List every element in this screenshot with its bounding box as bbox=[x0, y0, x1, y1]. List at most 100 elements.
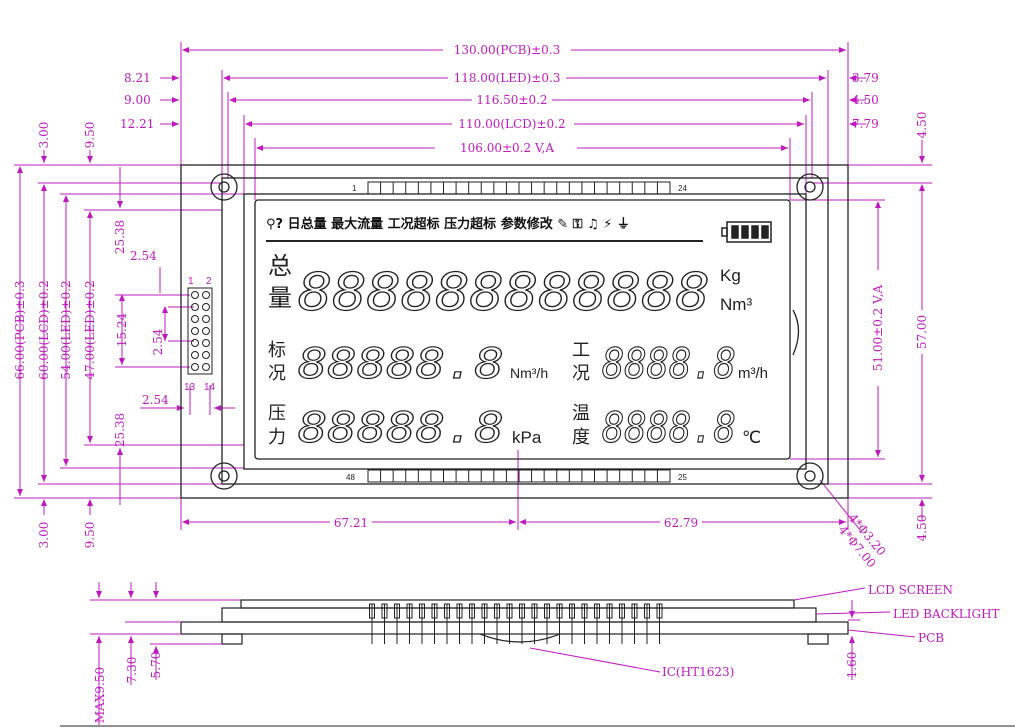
side-dimension-labels: MAX9.50 7.30 5.70 1.60 LCD SCREEN LED BA… bbox=[93, 583, 1000, 723]
dim-62-79: 62.79 bbox=[664, 516, 698, 530]
dim-2-54-b: 2.54 bbox=[151, 328, 165, 355]
side-pin-body bbox=[481, 603, 488, 619]
side-view bbox=[180, 599, 849, 645]
side-pin-body bbox=[519, 603, 525, 619]
side-pin-body bbox=[631, 603, 638, 619]
lcd-content: ⚲? 日总量 最大流量 工况超标 压力超标 参数修改 ✎ ⚿ ♫ ⚡ ⏚ 总 量… bbox=[266, 216, 772, 453]
dim-15-24: 15.24 bbox=[115, 312, 129, 347]
conn-pin-2: 2 bbox=[206, 276, 212, 287]
right-dimension-labels: 51.00±0.2 V,A 57.00 4.50 4.50 bbox=[871, 112, 930, 542]
pcb-outline bbox=[180, 164, 849, 499]
callout-ic: IC(HT1623) bbox=[662, 665, 734, 679]
connector-pad bbox=[191, 315, 199, 323]
connector-pad bbox=[202, 327, 210, 335]
dim-right-top-4-50: 4.50 bbox=[915, 112, 929, 139]
side-pin-body bbox=[581, 603, 588, 619]
connector-pad bbox=[191, 327, 199, 335]
side-pin-body bbox=[494, 603, 500, 619]
side-pin-body bbox=[369, 603, 375, 619]
row3r-digits: 8888.8 bbox=[602, 403, 736, 452]
dim-1-60: 1.60 bbox=[845, 652, 859, 679]
pin-1-label: 1 bbox=[352, 184, 357, 193]
dim-7-79: 7.79 bbox=[852, 117, 879, 131]
dim-2-54-a: 2.54 bbox=[130, 249, 157, 263]
mounting-hole-bottom-right bbox=[796, 462, 824, 490]
row2r-unit: m³/h bbox=[738, 365, 768, 382]
pin-48-label: 48 bbox=[346, 473, 355, 482]
battery-icon bbox=[721, 221, 772, 243]
dim-max-9-50: MAX9.50 bbox=[93, 667, 107, 723]
connector-pad bbox=[191, 291, 199, 299]
conn-pin-1: 1 bbox=[188, 276, 194, 287]
side-pin-body bbox=[656, 603, 663, 619]
row1-digits: 888888888888 bbox=[298, 263, 710, 323]
dim-lcd-width: 110.00(LCD)±0.2 bbox=[458, 117, 565, 131]
callout-pcb: PCB bbox=[918, 631, 944, 645]
side-pin-body bbox=[569, 603, 575, 619]
side-pin-body bbox=[431, 603, 438, 619]
side-pin-body bbox=[406, 603, 413, 619]
connector-pad bbox=[202, 339, 210, 347]
bottom-dimension-labels: 67.21 62.79 4*Φ3.20 4*Φ7.00 bbox=[330, 511, 889, 570]
side-pin-row bbox=[369, 603, 663, 644]
side-pin-body bbox=[456, 603, 463, 619]
dim-9-00: 9.00 bbox=[124, 93, 151, 107]
dim-116: 116.50±0.2 bbox=[476, 93, 547, 107]
lcd-icon-row: ⚲? 日总量 最大流量 工况超标 压力超标 参数修改 ✎ ⚿ ♫ ⚡ ⏚ bbox=[266, 216, 630, 232]
side-pin-body bbox=[544, 603, 550, 619]
dim-right-bottom-4-50: 4.50 bbox=[915, 515, 929, 542]
dim-top-3-00: 3.00 bbox=[37, 122, 51, 149]
row3-label-top: 压 bbox=[268, 403, 286, 424]
side-pin-body bbox=[444, 603, 450, 619]
row1-label-bottom: 量 bbox=[268, 284, 292, 312]
row1-unit-nm3: Nm³ bbox=[720, 295, 752, 314]
pin-24-label: 24 bbox=[678, 184, 687, 193]
side-dimensions bbox=[90, 582, 916, 725]
row3r-label-top: 温 bbox=[572, 403, 590, 424]
dim-25-38-top: 25.38 bbox=[113, 220, 127, 254]
side-pin-body bbox=[506, 603, 513, 619]
dim-led-width: 118.00(LED)±0.3 bbox=[454, 71, 561, 85]
row2r-label-bottom: 况 bbox=[572, 363, 590, 384]
row2-label-bottom: 况 bbox=[268, 363, 286, 384]
side-pin-body bbox=[644, 603, 650, 619]
row2-label-top: 标 bbox=[268, 340, 286, 361]
connector-pad bbox=[191, 351, 199, 359]
dim-7-30: 7.30 bbox=[125, 657, 139, 684]
dim-2-54-c: 2.54 bbox=[142, 393, 169, 407]
bottom-dimensions bbox=[180, 450, 861, 531]
side-pcb bbox=[180, 621, 849, 635]
module-outline bbox=[180, 164, 849, 499]
row2r-digits: 8888.8 bbox=[602, 339, 736, 388]
side-pin-body bbox=[619, 603, 625, 619]
connector-pad bbox=[191, 363, 199, 371]
dim-pcb-width: 130.00(PCB)±0.3 bbox=[454, 43, 561, 57]
dim-57: 57.00 bbox=[915, 315, 929, 349]
dim-va-width: 106.00±0.2 V,A bbox=[460, 141, 554, 155]
dim-led-height: 54.00(LED)±0.2 bbox=[59, 280, 73, 379]
row2-unit: Nm³/h bbox=[510, 365, 548, 381]
dim-va-height: 51.00±0.2 V,A bbox=[871, 284, 885, 371]
connector-pad bbox=[202, 291, 210, 299]
row3-unit: kPa bbox=[512, 428, 542, 447]
side-pin-body bbox=[469, 603, 475, 619]
dim-8-21: 8.21 bbox=[124, 71, 151, 85]
dim-67-21: 67.21 bbox=[334, 516, 368, 530]
side-pin-body bbox=[381, 603, 388, 619]
side-pin-body bbox=[394, 603, 400, 619]
dim-25-38-bottom: 25.38 bbox=[113, 413, 127, 447]
side-pin-body bbox=[556, 603, 563, 619]
connector-pad bbox=[202, 303, 210, 311]
dim-4-50: 4.50 bbox=[852, 93, 879, 107]
conn-pin-14: 14 bbox=[204, 382, 216, 393]
callout-lcd-screen: LCD SCREEN bbox=[868, 583, 953, 597]
right-dimensions bbox=[790, 140, 932, 520]
left-dimensions bbox=[14, 150, 244, 515]
connector-2x7 bbox=[187, 287, 213, 375]
dim-5-70: 5.70 bbox=[149, 652, 163, 679]
left-dimension-labels: 66.00(PCB)±0.3 60.00(LCD)±0.2 54.00(LED)… bbox=[13, 122, 169, 549]
side-pin-body bbox=[594, 603, 600, 619]
mounting-hole-top-left bbox=[210, 173, 238, 201]
top-dimension-labels: 130.00(PCB)±0.3 118.00(LED)±0.3 116.50±0… bbox=[120, 42, 879, 155]
